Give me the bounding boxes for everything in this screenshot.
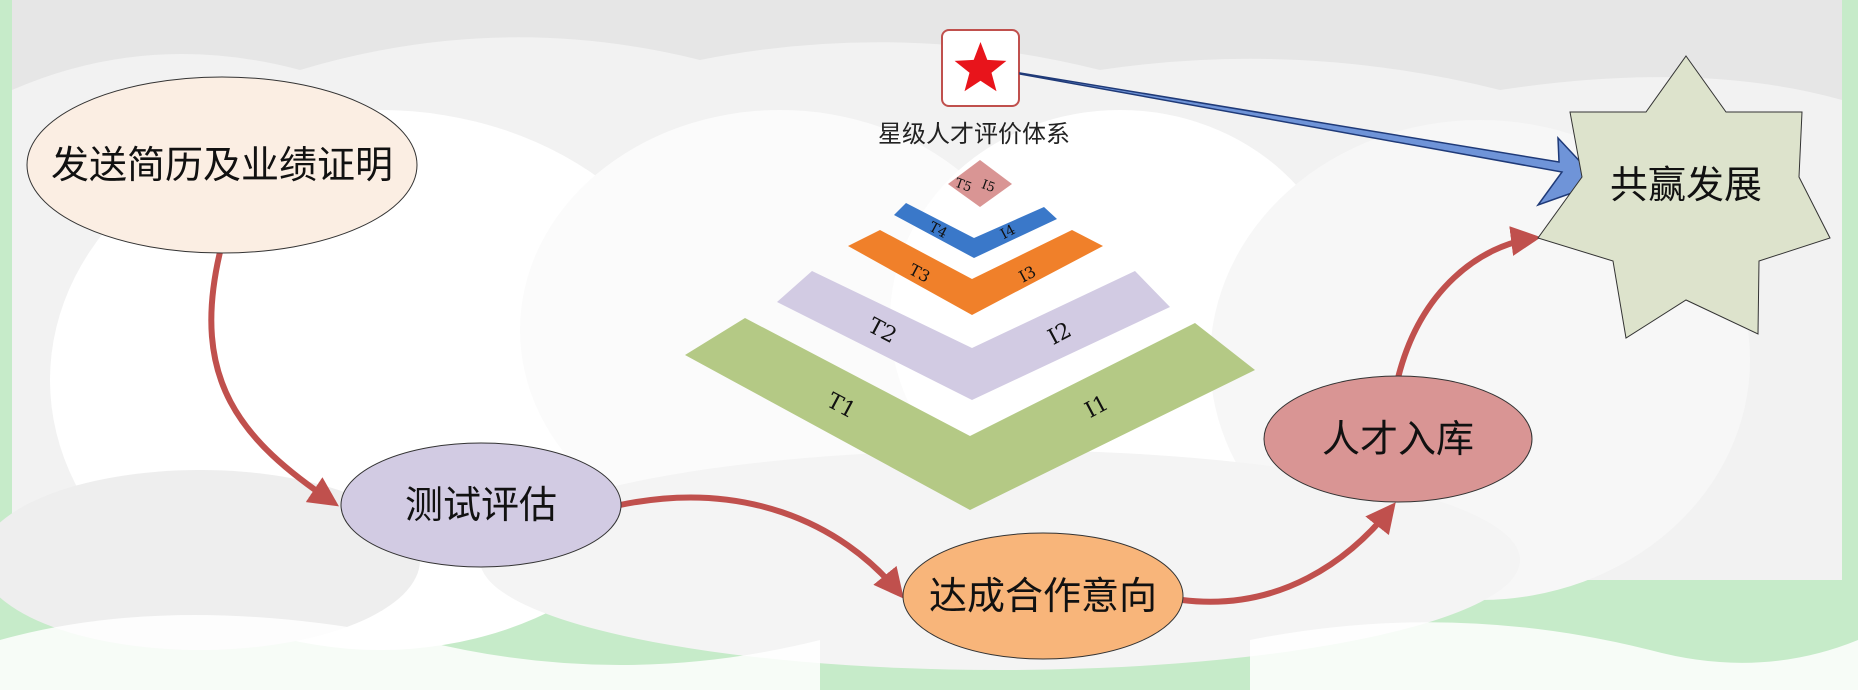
- pyramid-label-t4: T4: [926, 219, 950, 242]
- pyramid-label-i4: I4: [998, 222, 1018, 243]
- red-star-icon: [941, 29, 1020, 107]
- node-win-win-star: 共赢发展: [1537, 55, 1831, 339]
- node-resume-label: 发送简历及业绩证明: [51, 143, 393, 187]
- arrow-agreement-to-talent: [1181, 502, 1396, 605]
- pyramid-label-i3: I3: [1016, 262, 1039, 287]
- node-talent-pool-label: 人才入库: [1322, 417, 1474, 461]
- arrow-assessment-to-agreement: [619, 494, 904, 599]
- node-assessment: 测试评估: [340, 442, 622, 568]
- node-win-win-label: 共赢发展: [1610, 163, 1762, 207]
- node-talent-pool: 人才入库: [1263, 375, 1533, 503]
- node-assessment-label: 测试评估: [405, 483, 557, 527]
- pyramid-label-i5: I5: [979, 177, 997, 196]
- pyramid-tier-1: [685, 318, 1255, 510]
- flow-arrows: [208, 226, 1541, 605]
- pyramid-tier-2: [777, 271, 1170, 400]
- arrow-resume-to-assessment: [208, 251, 339, 507]
- node-agreement: 达成合作意向: [902, 532, 1184, 660]
- node-resume: 发送简历及业绩证明: [26, 76, 418, 254]
- pyramid: T1 I1 T2 I2 T3 I3 T4 I4 T5 I5: [685, 160, 1255, 510]
- arrow-talent-to-goal: [1395, 226, 1541, 379]
- pyramid-label-t5: T5: [953, 176, 974, 196]
- pyramid-tier-5: [948, 160, 1012, 207]
- pyramid-tier-4: [894, 203, 1057, 258]
- node-agreement-label: 达成合作意向: [929, 574, 1157, 618]
- pyramid-tier-3: [848, 230, 1103, 315]
- star-caption: 星级人才评价体系: [878, 120, 1070, 148]
